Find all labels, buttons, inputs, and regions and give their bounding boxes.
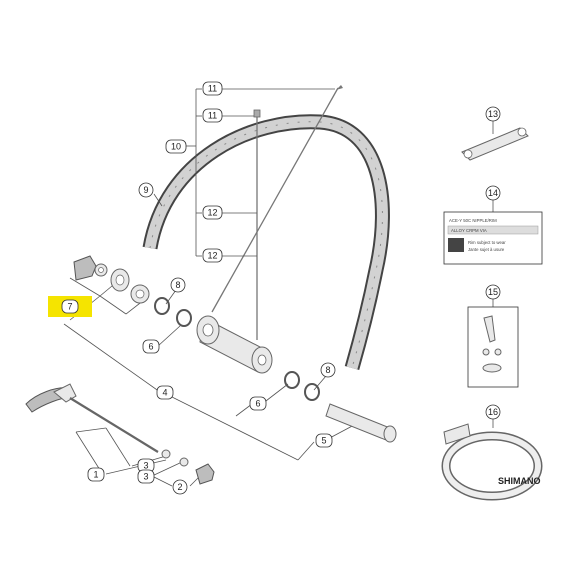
label-14-line2: ALLOY CRPM VIA (451, 228, 487, 233)
callout-5: 5 (315, 433, 333, 448)
callout-7-highlighted: 7 (48, 296, 92, 317)
quick-release-lever (25, 383, 77, 413)
callout-6-lower: 6 (249, 396, 267, 411)
callout-2: 2 (172, 479, 188, 495)
svg-text:6: 6 (255, 399, 260, 409)
svg-text:1: 1 (93, 470, 98, 480)
svg-text:11: 11 (208, 84, 217, 94)
svg-text:9: 9 (143, 185, 148, 195)
left-cone (110, 268, 130, 292)
svg-text:16: 16 (488, 407, 498, 417)
callout-14: 14 (485, 185, 501, 201)
callout-8-upper: 8 (170, 277, 186, 293)
svg-text:6: 6 (148, 342, 153, 352)
svg-text:10: 10 (171, 142, 181, 152)
svg-text:12: 12 (207, 208, 217, 218)
rim-tape-brand: SHIMANO (498, 476, 541, 486)
svg-text:12: 12 (207, 251, 217, 261)
callout-1: 1 (87, 467, 105, 482)
label-14-line1: ACE-Y 50C NIPPLE/RIM (449, 218, 497, 223)
callout-6-upper: 6 (142, 339, 160, 354)
callout-15: 15 (485, 284, 501, 300)
callout-11-second: 11 (202, 108, 223, 123)
callout-3-b: 3 (137, 469, 155, 484)
callout-16: 16 (485, 404, 501, 420)
svg-text:8: 8 (175, 280, 180, 290)
callout-13: 13 (485, 106, 501, 122)
left-spacer (94, 263, 108, 277)
svg-text:8: 8 (325, 365, 330, 375)
rim-tape: SHIMANO (441, 423, 543, 501)
quick-release-skewer (69, 397, 159, 453)
callout-leaders (63, 88, 494, 487)
left-washer-8 (154, 297, 170, 315)
svg-text:3: 3 (143, 472, 148, 482)
skewer-springs (161, 449, 189, 467)
right-washer-8 (304, 383, 320, 401)
callout-9: 9 (138, 182, 154, 198)
callout-10: 10 (165, 139, 187, 154)
label-14-line3: Rim subject to wear (468, 240, 506, 245)
spoke-short (253, 109, 261, 340)
left-locknut (73, 255, 97, 281)
right-seal-6 (284, 371, 300, 389)
svg-text:4: 4 (162, 388, 167, 398)
hub-shell (196, 315, 273, 374)
callout-11-top: 11 (202, 81, 223, 96)
callout-4: 4 (156, 385, 174, 400)
svg-text:11: 11 (208, 111, 217, 121)
callout-12-a: 12 (202, 205, 223, 220)
svg-text:7: 7 (67, 302, 72, 312)
rim-label-sticker: ACE-Y 50C NIPPLE/RIM ALLOY CRPM VIA Rim … (443, 211, 543, 265)
spoke-wrench-tool (461, 127, 529, 161)
callout-8-lower: 8 (320, 362, 336, 378)
rim (142, 114, 390, 371)
svg-text:3: 3 (143, 461, 148, 471)
axle (325, 403, 397, 443)
left-bearing-cup (130, 284, 150, 304)
valve-parts (467, 306, 519, 388)
skewer-nut (195, 463, 215, 485)
left-seal-6 (176, 309, 192, 327)
callout-12-b: 12 (202, 248, 223, 263)
svg-text:13: 13 (488, 109, 498, 119)
spoke-long (211, 85, 343, 313)
svg-text:2: 2 (177, 482, 182, 492)
label-14-line4: Jante sujet à usure (468, 247, 505, 252)
svg-text:14: 14 (488, 188, 498, 198)
svg-text:15: 15 (488, 287, 498, 297)
svg-text:5: 5 (321, 436, 326, 446)
